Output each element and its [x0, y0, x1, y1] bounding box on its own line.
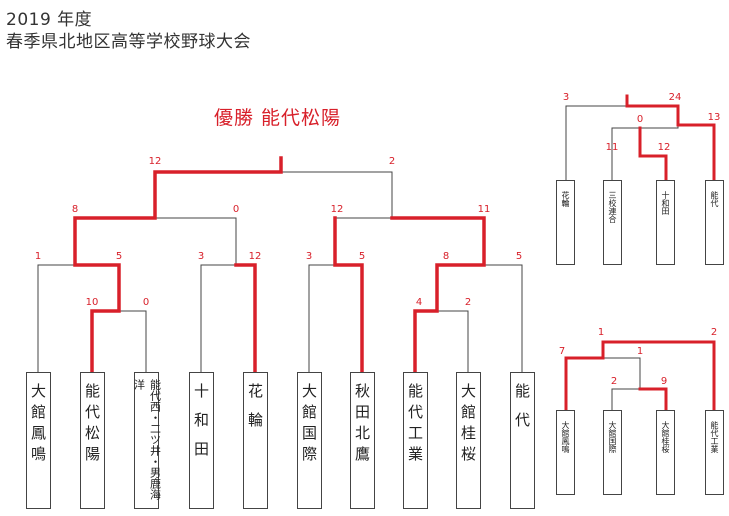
team-name: 花輪: [246, 383, 264, 441]
team-box: 能代西・二ツ井・男鹿海洋: [133, 372, 162, 509]
score-label: 1: [597, 327, 605, 338]
year-label: 2019 年度: [6, 10, 93, 30]
team-name: 花輪: [561, 191, 570, 207]
score-label: 10: [85, 297, 99, 308]
score-label: 2: [710, 327, 718, 338]
score-label: 3: [562, 92, 570, 103]
team-name: 秋田北鷹: [353, 383, 371, 467]
team-box: 十和田: [189, 372, 214, 509]
team-box: 花輪: [556, 180, 575, 265]
team-name: 能代工業: [406, 383, 424, 467]
team-name: 大館鳳鳴: [29, 383, 47, 467]
score-label: 12: [148, 156, 162, 167]
team-box: 大館桂桜: [656, 410, 675, 495]
team-box: 大館鳳鳴: [26, 372, 51, 509]
score-label: 2: [464, 297, 472, 308]
score-label: 5: [358, 251, 366, 262]
score-label: 7: [558, 346, 566, 357]
team-name: 大館国際: [608, 421, 617, 453]
team-box: 能代松陽: [80, 372, 105, 509]
score-label: 9: [660, 376, 668, 387]
score-label: 12: [330, 204, 344, 215]
team-box: 能代: [510, 372, 535, 509]
team-name: 三校連合: [608, 191, 617, 223]
score-label: 0: [636, 114, 644, 125]
team-box: 大館国際: [603, 410, 622, 495]
score-label: 12: [657, 142, 671, 153]
team-box: 能代: [705, 180, 724, 265]
team-box: 三校連合: [603, 180, 622, 265]
score-label: 0: [232, 204, 240, 215]
team-name: 能代工業: [710, 421, 719, 453]
score-label: 5: [515, 251, 523, 262]
team-box: 大館鳳鳴: [556, 410, 575, 495]
team-name: 大館桂桜: [459, 383, 477, 467]
team-box: 花輪: [243, 372, 268, 509]
score-label: 8: [71, 204, 79, 215]
score-label: 3: [305, 251, 313, 262]
score-label: 3: [197, 251, 205, 262]
score-label: 1: [636, 346, 644, 357]
team-name: 大館国際: [300, 383, 318, 467]
score-label: 12: [248, 251, 262, 262]
team-box: 能代工業: [403, 372, 428, 509]
team-name: 十和田: [192, 383, 210, 470]
score-label: 11: [477, 204, 491, 215]
tournament-title: 春季県北地区高等学校野球大会: [6, 32, 251, 52]
score-label: 2: [610, 376, 618, 387]
team-box: 大館国際: [297, 372, 322, 509]
team-name: 大館鳳鳴: [561, 421, 570, 453]
champion-label: 優勝 能代松陽: [214, 107, 342, 129]
score-label: 5: [115, 251, 123, 262]
team-name: 大館桂桜: [661, 421, 670, 453]
team-name: 能代: [710, 191, 719, 207]
score-label: 24: [668, 92, 682, 103]
team-name: 能代西・二ツ井・男鹿海洋: [132, 379, 162, 500]
team-box: 秋田北鷹: [350, 372, 375, 509]
score-label: 11: [605, 142, 619, 153]
score-label: 8: [442, 251, 450, 262]
score-label: 0: [142, 297, 150, 308]
team-name: 十和田: [661, 191, 670, 215]
team-name: 能代松陽: [83, 383, 101, 467]
team-name: 能代: [513, 383, 531, 441]
score-label: 1: [34, 251, 42, 262]
score-label: 4: [415, 297, 423, 308]
team-box: 能代工業: [705, 410, 724, 495]
score-label: 13: [707, 112, 721, 123]
score-label: 2: [388, 156, 396, 167]
team-box: 十和田: [656, 180, 675, 265]
team-box: 大館桂桜: [456, 372, 481, 509]
